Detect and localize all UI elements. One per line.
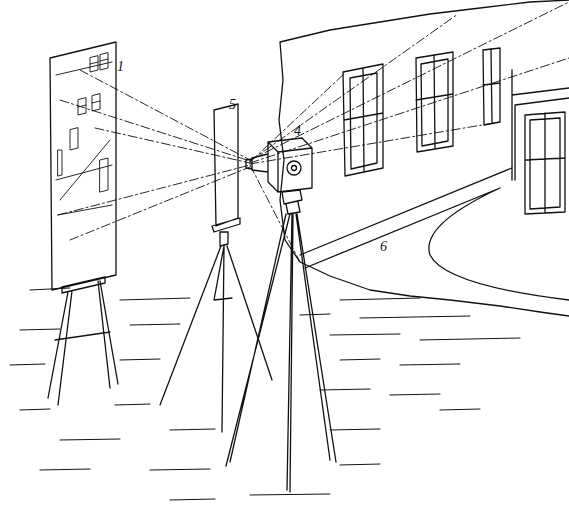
callout-number: 6: [380, 240, 387, 254]
tripod: [226, 214, 336, 492]
camera-dial: [292, 166, 297, 171]
building-window: [525, 112, 565, 214]
camera-dial: [287, 161, 301, 175]
callout-number: 1: [117, 60, 124, 74]
building-wall: [279, 0, 569, 316]
camera-mount: [282, 190, 302, 214]
glass-plate: [212, 104, 240, 232]
tripod: [160, 232, 272, 432]
board-sketch: [56, 53, 112, 215]
ground-hatching: [10, 288, 520, 500]
sidewalk-curb: [300, 168, 569, 300]
projection-line: [58, 2, 569, 262]
drawing-board: [50, 42, 116, 290]
callout-number: 5: [229, 98, 236, 112]
building-window: [343, 48, 500, 176]
easel: [48, 277, 118, 405]
callout-number: 4: [294, 124, 301, 138]
